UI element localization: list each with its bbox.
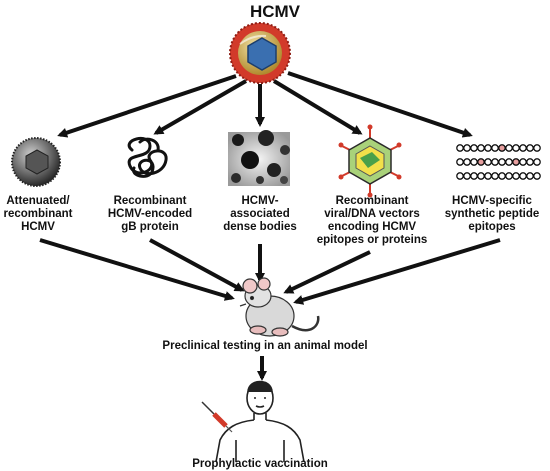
peptide-bead: [471, 145, 477, 151]
attenuated-virus-icon: [12, 138, 60, 186]
hcmv-virion-icon: [230, 23, 290, 83]
peptide-bead: [534, 159, 540, 165]
peptide-bead: [534, 173, 540, 179]
arrow-vectors-to-mouse: [286, 252, 370, 292]
peptide-bead: [478, 173, 484, 179]
peptide-bead: [457, 145, 463, 151]
peptide-epitopes-icon: [457, 145, 540, 179]
arrow-to-vectors: [274, 81, 360, 133]
mouse-icon: [240, 278, 318, 336]
arrow-gb-to-mouse: [150, 240, 242, 290]
peptide-bead: [464, 173, 470, 179]
peptide-bead: [492, 145, 498, 151]
peptide-bead: [485, 145, 491, 151]
peptide-bead: [492, 159, 498, 165]
peptide-bead: [471, 159, 477, 165]
peptide-bead: [485, 173, 491, 179]
peptide-bead: [457, 173, 463, 179]
peptide-bead: [527, 159, 533, 165]
peptide-bead: [457, 159, 463, 165]
peptide-bead: [478, 145, 484, 151]
peptide-bead: [492, 173, 498, 179]
label-prophylactic: Prophylactic vaccination: [160, 458, 360, 471]
viral-vector-icon: [339, 125, 402, 198]
peptide-bead: [464, 145, 470, 151]
peptide-bead: [506, 145, 512, 151]
peptide-bead: [499, 173, 505, 179]
peptide-bead: [506, 173, 512, 179]
peptide-bead: [520, 159, 526, 165]
peptide-bead: [527, 145, 533, 151]
peptide-bead: [520, 145, 526, 151]
peptide-bead: [478, 159, 484, 165]
human-figure-icon: [216, 382, 304, 463]
peptide-bead: [527, 173, 533, 179]
peptide-bead: [520, 173, 526, 179]
peptide-bead: [499, 159, 505, 165]
peptide-bead: [506, 159, 512, 165]
gb-protein-icon: [129, 138, 166, 176]
label-preclinical: Preclinical testing in an animal model: [140, 340, 390, 353]
peptide-bead: [499, 145, 505, 151]
peptide-bead: [513, 159, 519, 165]
peptide-bead: [534, 145, 540, 151]
syringe-icon: [202, 402, 232, 432]
arrow-to-attenuated: [60, 76, 236, 135]
peptide-bead: [464, 159, 470, 165]
peptide-bead: [471, 173, 477, 179]
peptide-bead: [513, 145, 519, 151]
peptide-bead: [513, 173, 519, 179]
dense-bodies-icon: [228, 130, 290, 186]
peptide-bead: [485, 159, 491, 165]
